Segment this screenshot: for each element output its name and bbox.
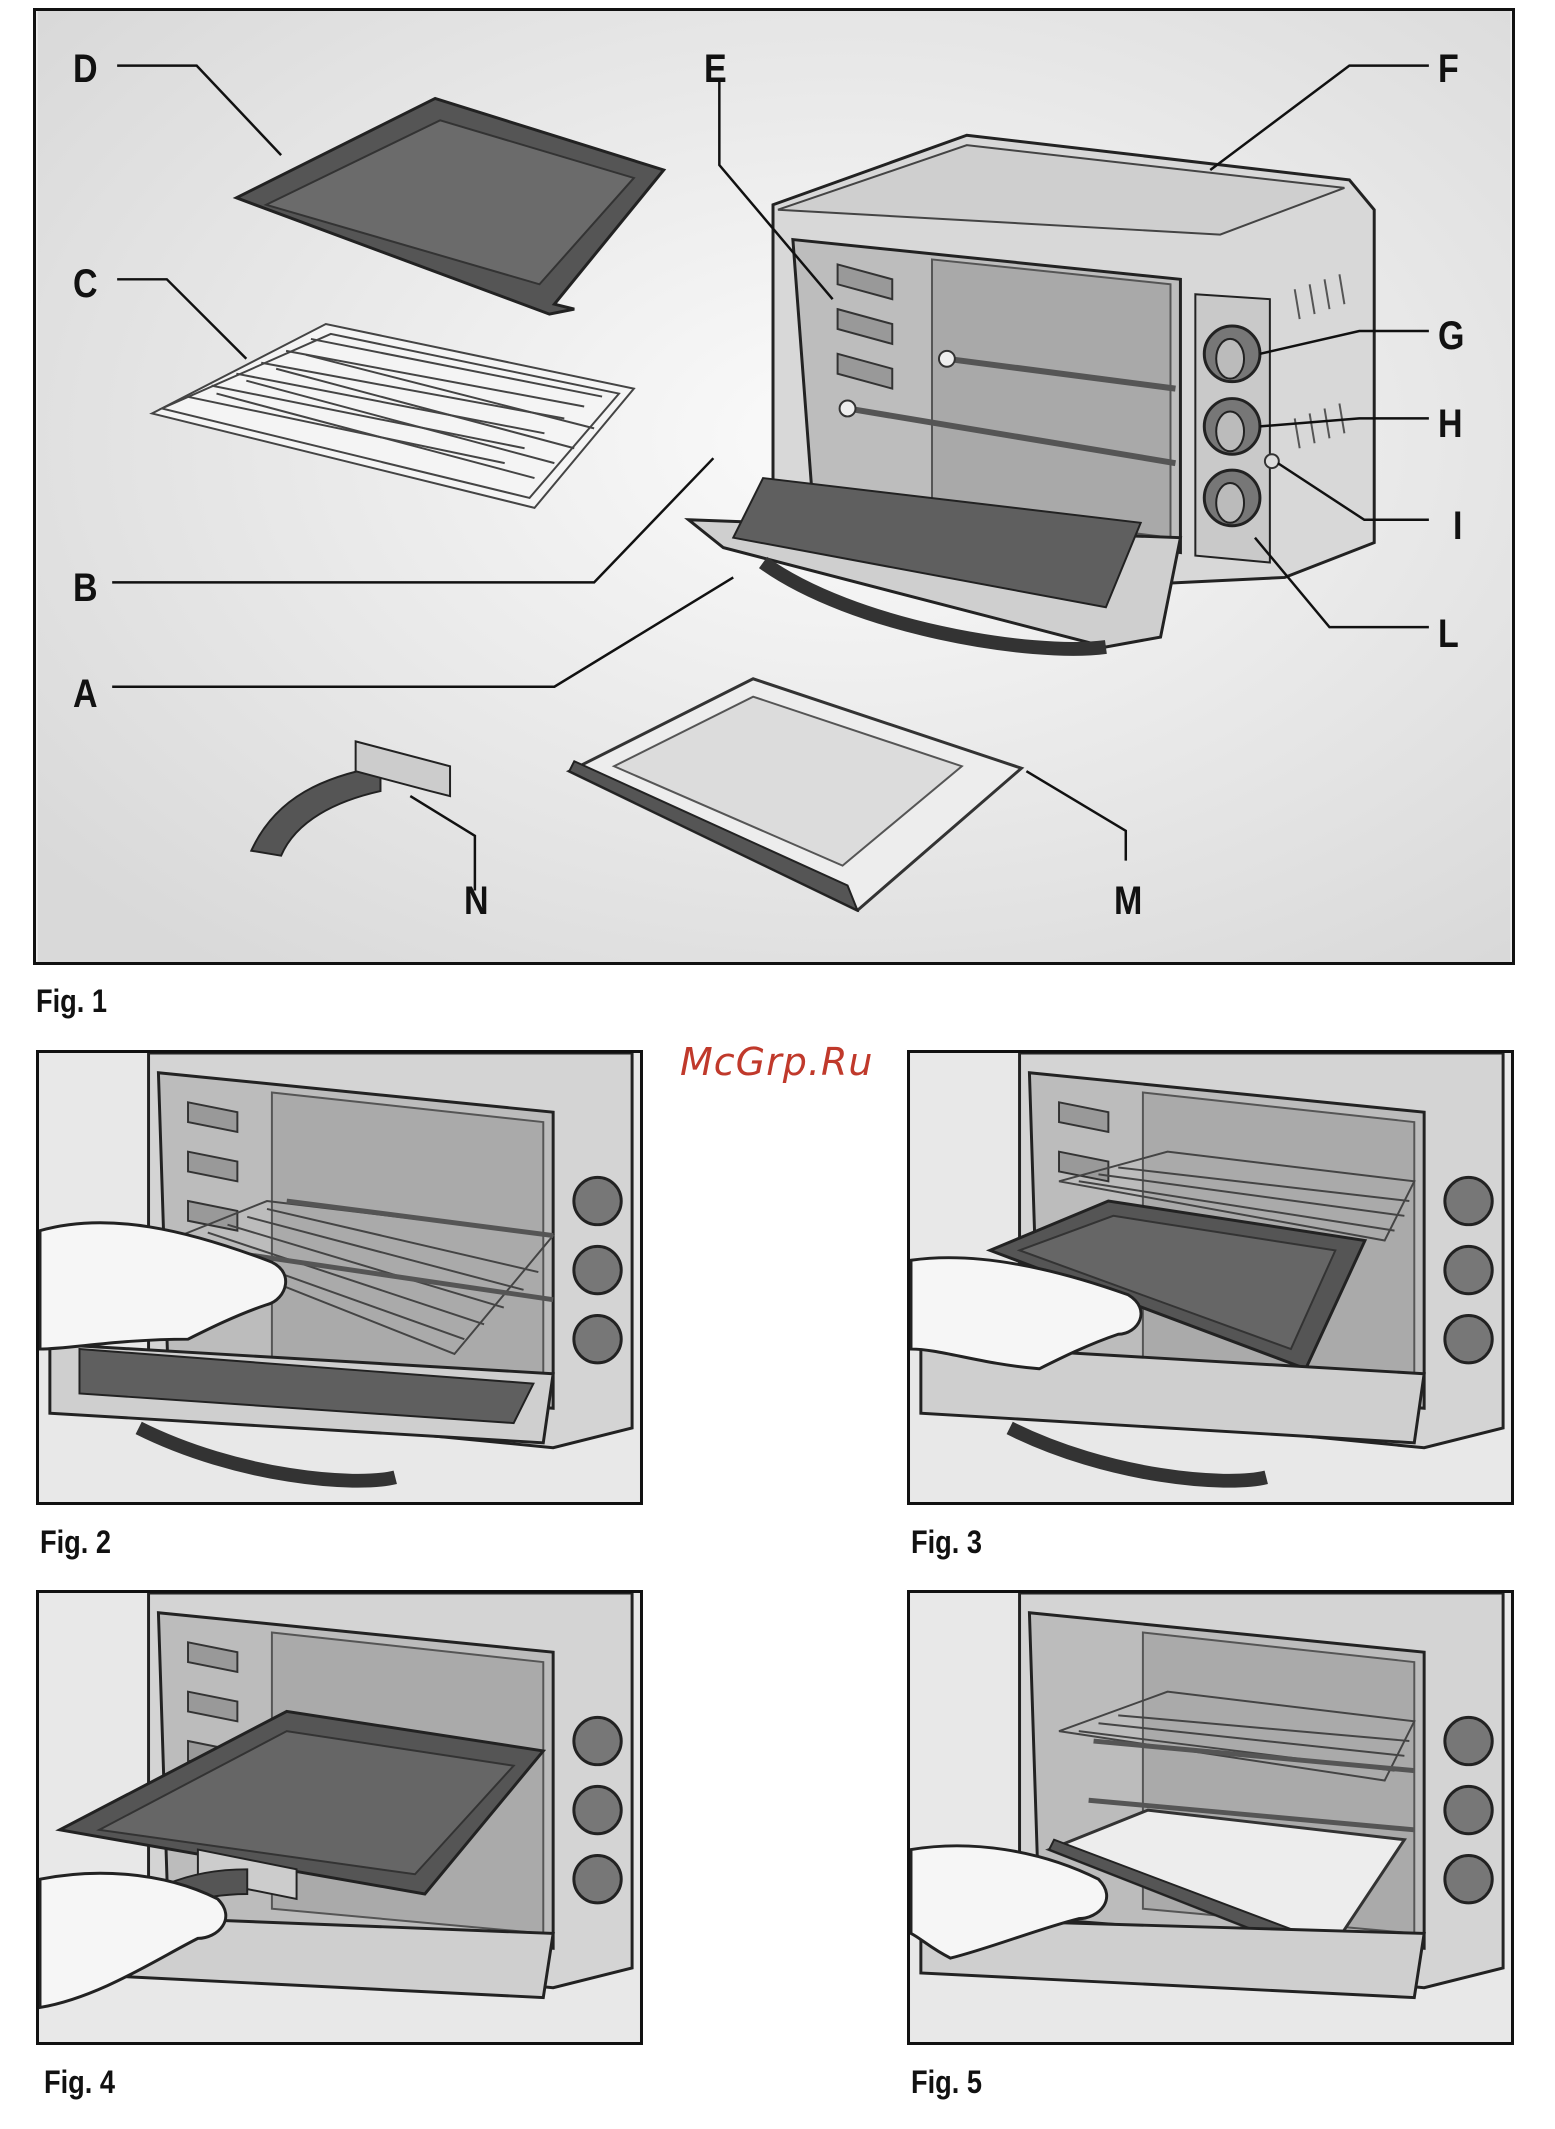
figure-3-caption: Fig. 3 [911, 1524, 982, 1561]
fig4-knobs [574, 1717, 621, 1903]
callout-c: C [73, 264, 98, 304]
callout-b: B [73, 568, 98, 608]
callout-g: G [1438, 316, 1464, 356]
callout-a: A [73, 674, 98, 714]
indicator-light-i [1265, 454, 1279, 468]
figure-2-caption: Fig. 2 [40, 1524, 111, 1561]
callout-f: F [1438, 49, 1459, 89]
figure-4-panel [36, 1590, 643, 2045]
figure-1-illustration [36, 11, 1512, 962]
figure-3-illustration [910, 1053, 1511, 1502]
figure-5-illustration [910, 1593, 1511, 2042]
callout-h: H [1438, 404, 1463, 444]
callout-m: M [1114, 881, 1142, 921]
figure-2-panel [36, 1050, 643, 1505]
figure-1-panel: D C B A E F G H I L M N [33, 8, 1515, 965]
figure-2-illustration [39, 1053, 640, 1502]
figure-5-caption: Fig. 5 [911, 2064, 982, 2101]
fig2-knobs [574, 1177, 621, 1363]
fig5-knobs [1445, 1717, 1492, 1903]
figure-4-caption: Fig. 4 [44, 2064, 115, 2101]
knob-l [1204, 470, 1260, 526]
figure-1-caption: Fig. 1 [36, 983, 107, 1020]
fig3-knobs [1445, 1177, 1492, 1363]
callout-i: I [1453, 506, 1462, 546]
knob-g [1204, 326, 1260, 382]
figure-3-panel [907, 1050, 1514, 1505]
figure-4-illustration [39, 1593, 640, 2042]
callout-d: D [73, 49, 98, 89]
watermark-text: McGrp.Ru [680, 1040, 873, 1084]
callout-l: L [1438, 614, 1459, 654]
knob-h [1204, 399, 1260, 455]
callout-n: N [464, 881, 489, 921]
callout-e: E [704, 49, 727, 89]
figure-5-panel [907, 1590, 1514, 2045]
